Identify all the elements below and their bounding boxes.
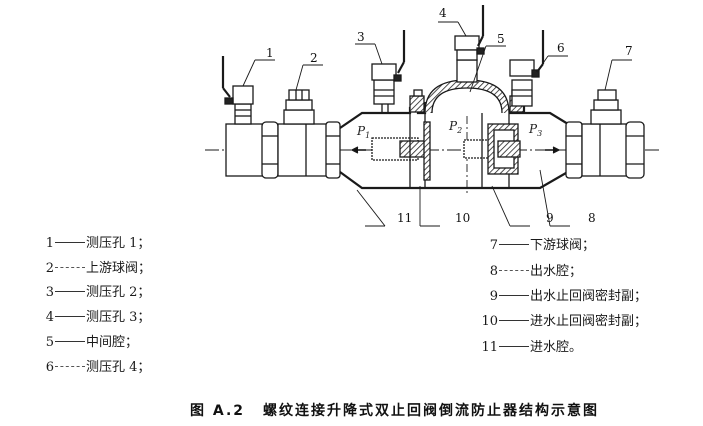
test-cock-4 [509,30,545,107]
figure-title: 螺纹连接升降式双止回阀倒流防止器结构示意图 [263,403,600,419]
legend-text: 测压孔 4； [86,360,151,375]
legend-dash [499,346,529,347]
legend-text: 中间腔； [86,335,139,350]
legend-item: 10 进水止回阀密封副； [480,314,647,330]
legend-dash [499,320,529,321]
legend-item: 1 测压孔 1； [44,236,151,252]
legend-item: 5 中间腔； [44,335,138,351]
legend-dash [55,366,85,367]
legend-number: 2 [45,261,54,276]
legend-dash [55,291,85,292]
part-label: 6 [557,41,565,55]
legend-number: 8 [489,264,498,279]
pressure-label-p1: P1 [356,124,370,140]
legend-item: 3 测压孔 2； [44,285,151,301]
legend-text: 测压孔 3； [86,310,151,325]
legend-number: 11 [481,340,498,355]
downstream-ball-valve [565,89,645,179]
part-label: 7 [625,44,633,58]
part-label: 11 [397,211,412,225]
part-label: 10 [455,211,470,225]
legend-item: 11 进水腔。 [480,340,582,356]
legend-dash [499,270,529,271]
valve-structure-drawing: 1 2 3 4 5 6 7 8 9 10 11 P1 P2 P3 [205,5,660,227]
legend-text: 进水止回阀密封副； [530,314,648,329]
test-cock-1 [221,56,254,125]
legend-text: 下游球阀； [530,238,596,253]
legend-item: 9 出水止回阀密封副； [480,289,647,305]
legend-item: 8 出水腔； [480,264,582,280]
legend-number: 6 [45,360,54,375]
test-cock-3 [454,5,485,83]
legend-text: 测压孔 1； [86,236,151,251]
legend-dash [55,242,85,243]
figure-caption: 图 A.2 螺纹连接升降式双止回阀倒流防止器结构示意图 [190,400,599,420]
legend-number: 7 [489,238,498,253]
legend-item: 2 上游球阀； [44,261,151,277]
pressure-label-p2: P2 [448,119,462,135]
part-label: 2 [310,51,318,65]
legend-number: 10 [481,314,498,329]
leader-lines [242,21,632,227]
upstream-ball-valve [225,89,341,179]
part-number-labels: 1 2 3 4 5 6 7 8 9 10 11 [266,6,633,225]
part-label: 5 [497,32,505,46]
legend-dash [499,295,529,296]
part-label: 9 [546,211,554,225]
legend-item: 4 测压孔 3； [44,310,151,326]
part-label: 4 [439,6,447,20]
legend-text: 测压孔 2； [86,285,151,300]
legend-number: 9 [489,289,498,304]
legend-number: 1 [45,236,54,251]
legend-text: 出水止回阀密封副； [530,289,648,304]
legend-number: 5 [45,335,54,350]
inlet-check-valve [371,113,431,188]
legend-text: 上游球阀； [86,261,152,276]
legend-number: 4 [45,310,54,325]
pressure-label-p3: P3 [528,122,542,138]
outlet-chamber-shell [509,104,569,190]
legend-item: 6 测压孔 4； [44,360,151,376]
legend-dash [55,341,85,342]
legend-item: 7 下游球阀； [480,238,595,254]
part-label: 3 [357,30,365,44]
legend-text: 出水腔； [530,264,583,279]
outlet-check-valve [463,113,521,188]
legend-dash [499,244,529,245]
legend-dash [55,316,85,317]
test-cock-2 [371,30,406,113]
legend-text: 进水腔。 [530,340,583,355]
figure-number: 图 A.2 [190,403,246,419]
intermediate-chamber [409,79,525,190]
legend-dash [55,267,85,268]
part-label: 1 [266,46,274,60]
pressure-labels: P1 P2 P3 [356,119,542,140]
legend-number: 3 [45,285,54,300]
part-label: 8 [588,211,596,225]
